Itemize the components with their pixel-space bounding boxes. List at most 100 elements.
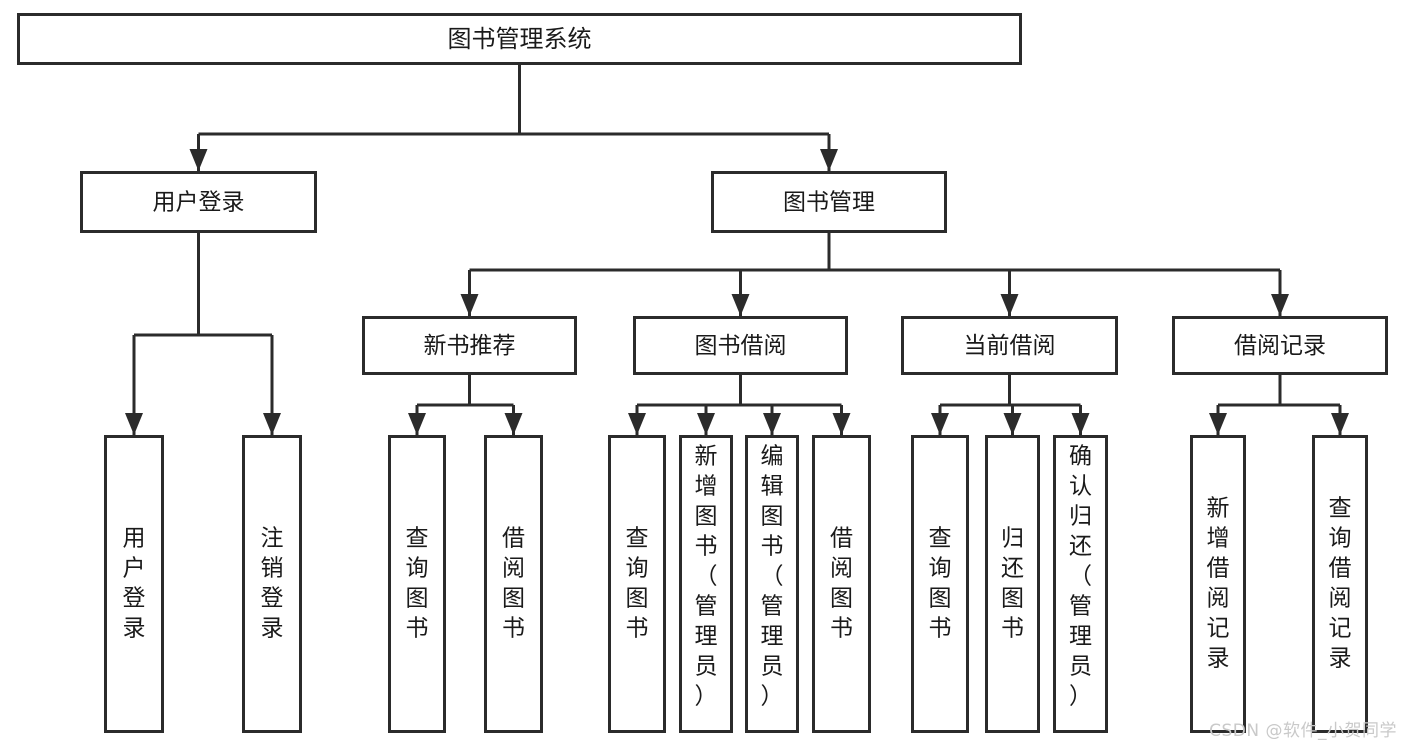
node-box-leaf-user-login	[104, 435, 164, 733]
arrow-head-icon-book-borrow	[731, 294, 750, 316]
node-label-char-leaf-edit-book-admin-8: ）	[761, 684, 784, 710]
node-label-char-leaf-borrow-book-2-1: 阅	[830, 556, 853, 582]
node-box-user-login	[80, 171, 317, 233]
node-label-char-leaf-return-book-3: 书	[1001, 616, 1024, 642]
node-box-book-management	[711, 171, 947, 233]
node-box-leaf-borrow-book-1	[484, 435, 543, 733]
node-label-char-leaf-query-borrow-record-4: 记	[1329, 616, 1352, 642]
node-label-char-leaf-query-book-3-0: 查	[929, 526, 952, 552]
node-label-char-leaf-add-book-admin-3: 书	[695, 534, 718, 560]
node-label-current-borrow: 当前借阅	[964, 333, 1056, 359]
arrow-head-icon-user-login	[189, 149, 208, 171]
node-label-char-leaf-return-book-2: 图	[1001, 586, 1024, 612]
node-box-leaf-query-book-2	[608, 435, 666, 733]
node-label-char-leaf-confirm-return-admin-2: 归	[1069, 504, 1092, 530]
arrow-head-icon-leaf-query-borrow-record	[1331, 413, 1349, 435]
node-label-char-leaf-logout-login-2: 登	[261, 586, 284, 612]
node-box-leaf-add-book-admin	[679, 435, 733, 733]
arrow-head-icon-leaf-logout-login	[263, 413, 281, 435]
arrow-head-icon-current-borrow	[1000, 294, 1019, 316]
node-label-book-borrow: 图书借阅	[695, 333, 787, 359]
arrow-head-icon-leaf-borrow-book-2	[832, 413, 851, 435]
arrow-head-icon-leaf-add-borrow-record	[1209, 413, 1227, 435]
node-label-char-leaf-add-borrow-record-3: 阅	[1207, 586, 1230, 612]
arrow-head-icon-leaf-confirm-return-admin	[1071, 413, 1090, 435]
node-label-char-leaf-query-book-2-0: 查	[626, 526, 649, 552]
node-borrow-record[interactable]: 借阅记录	[1172, 316, 1388, 375]
node-box-leaf-borrow-book-2	[812, 435, 871, 733]
arrow-head-icon-leaf-add-book-admin	[697, 413, 715, 435]
arrow-head-icon-leaf-return-book	[1003, 413, 1022, 435]
node-label-user-login: 用户登录	[153, 190, 245, 216]
node-label-char-leaf-borrow-book-1-3: 书	[502, 616, 525, 642]
arrow-head-icon-leaf-user-login	[125, 413, 143, 435]
node-label-char-leaf-query-book-1-0: 查	[406, 526, 429, 552]
node-label-char-leaf-edit-book-admin-0: 编	[761, 444, 784, 470]
node-label-char-leaf-borrow-book-1-0: 借	[502, 526, 525, 552]
node-label-char-leaf-add-borrow-record-0: 新	[1207, 496, 1230, 522]
edges-layer	[125, 65, 1349, 435]
node-label-char-leaf-query-borrow-record-5: 录	[1329, 646, 1352, 672]
node-label-char-leaf-add-borrow-record-1: 增	[1207, 526, 1230, 552]
arrow-head-icon-leaf-query-book-1	[408, 413, 426, 435]
node-box-leaf-logout-login	[242, 435, 302, 733]
node-label-char-leaf-edit-book-admin-3: 书	[761, 534, 784, 560]
node-label-char-leaf-return-book-0: 归	[1001, 526, 1024, 552]
node-box-leaf-add-borrow-record	[1190, 435, 1246, 733]
node-label-char-leaf-add-borrow-record-4: 记	[1207, 616, 1230, 642]
node-box-root	[17, 13, 1022, 65]
node-label-char-leaf-borrow-book-2-3: 书	[830, 616, 853, 642]
node-current-borrow[interactable]: 当前借阅	[901, 316, 1118, 375]
node-label-char-leaf-add-book-admin-6: 理	[695, 624, 718, 650]
node-label-borrow-record: 借阅记录	[1234, 333, 1326, 359]
node-label-char-leaf-query-borrow-record-2: 借	[1329, 556, 1352, 582]
arrow-head-icon-leaf-query-book-2	[628, 413, 646, 435]
node-user-login[interactable]: 用户登录	[80, 171, 317, 233]
node-label-char-leaf-confirm-return-admin-7: 员	[1069, 654, 1092, 680]
node-label-char-leaf-borrow-book-2-2: 图	[830, 586, 853, 612]
arrow-head-icon-new-book-recommend	[460, 294, 479, 316]
nodes-layer: 图书管理系统用户登录图书管理新书推荐图书借阅当前借阅借阅记录用户登录注销登录查询…	[17, 13, 1388, 733]
node-label-char-leaf-logout-login-0: 注	[261, 526, 284, 552]
node-label-char-leaf-add-book-admin-8: ）	[695, 684, 718, 710]
node-label-char-leaf-query-book-3-1: 询	[929, 556, 952, 582]
node-new-book-recommend[interactable]: 新书推荐	[362, 316, 577, 375]
node-label-char-leaf-add-book-admin-4: （	[695, 564, 718, 590]
node-label-char-leaf-query-book-2-1: 询	[626, 556, 649, 582]
node-label-char-leaf-query-book-3-2: 图	[929, 586, 952, 612]
node-label-root: 图书管理系统	[448, 25, 592, 53]
arrow-head-icon-book-management	[820, 149, 838, 171]
node-label-char-leaf-confirm-return-admin-4: （	[1069, 564, 1092, 590]
node-label-char-leaf-confirm-return-admin-0: 确	[1069, 444, 1092, 470]
node-label-char-leaf-add-book-admin-7: 员	[695, 654, 718, 680]
node-label-char-leaf-return-book-1: 还	[1001, 556, 1024, 582]
node-label-char-leaf-logout-login-1: 销	[261, 556, 284, 582]
node-leaf-user-login[interactable]: 用户登录	[104, 435, 164, 733]
node-label-char-leaf-edit-book-admin-5: 管	[761, 594, 784, 620]
node-label-char-leaf-user-login-0: 用	[123, 526, 146, 552]
node-root[interactable]: 图书管理系统	[17, 13, 1022, 65]
node-label-char-leaf-borrow-book-1-1: 阅	[502, 556, 525, 582]
node-label-char-leaf-user-login-1: 户	[123, 556, 146, 582]
arrow-head-icon-leaf-query-book-3	[931, 413, 949, 435]
node-box-current-borrow	[901, 316, 1118, 375]
node-book-borrow[interactable]: 图书借阅	[633, 316, 848, 375]
node-book-management[interactable]: 图书管理	[711, 171, 947, 233]
node-label-char-leaf-edit-book-admin-4: （	[761, 564, 784, 590]
arrow-head-icon-borrow-record	[1271, 294, 1289, 316]
node-label-char-leaf-borrow-book-2-0: 借	[830, 526, 853, 552]
node-label-char-leaf-user-login-3: 录	[123, 616, 146, 642]
node-box-leaf-confirm-return-admin	[1053, 435, 1108, 733]
